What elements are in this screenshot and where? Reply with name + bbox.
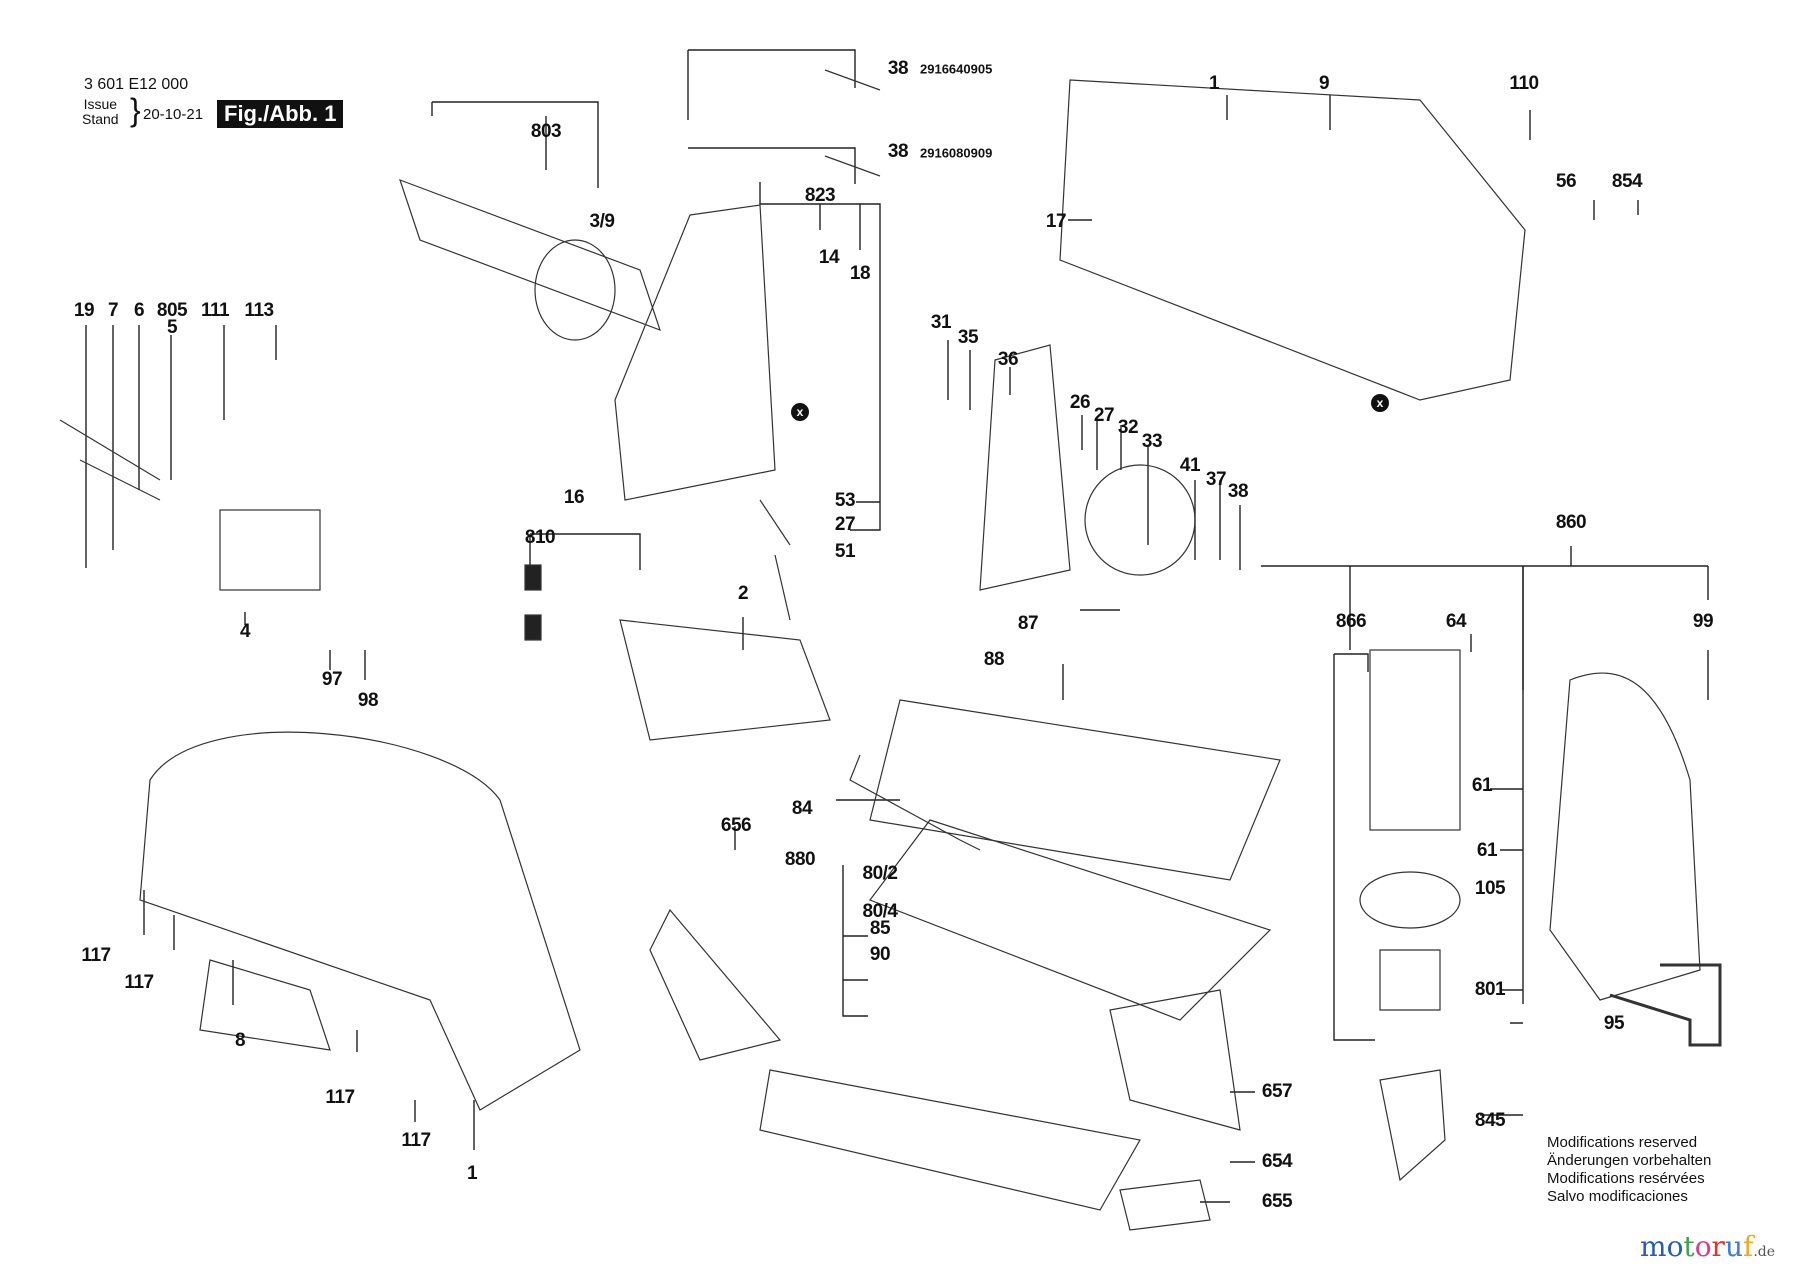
- callout-51: 51: [834, 541, 856, 562]
- part-number: 3 601 E12 000: [84, 76, 189, 93]
- callout-4: 4: [239, 621, 251, 642]
- callout-38-b: 38: [887, 141, 909, 162]
- callout-27-b: 27: [834, 514, 856, 535]
- callout-36: 36: [997, 349, 1019, 370]
- callout-14: 14: [818, 247, 840, 268]
- callout-110: 110: [1509, 73, 1539, 94]
- callout-117-a: 117: [81, 945, 111, 966]
- callout-880: 880: [784, 849, 816, 870]
- logo-suffix: .de: [1753, 1244, 1776, 1260]
- callout-19: 19: [73, 300, 95, 321]
- part-outlines: [59, 69, 1722, 1231]
- modifications-fr: Modifications resérvées: [1547, 1170, 1705, 1187]
- callout-56: 56: [1555, 171, 1577, 192]
- callout-657: 657: [1261, 1081, 1293, 1102]
- callout-85: 85: [869, 918, 891, 939]
- logo-letter: r: [1711, 1230, 1725, 1263]
- callout-97: 97: [321, 669, 343, 690]
- callout-9: 9: [1318, 73, 1330, 94]
- callout-117-c: 117: [325, 1087, 355, 1108]
- logo-letter: t: [1683, 1230, 1695, 1263]
- part-no-38-b: 2916080909: [920, 145, 993, 161]
- callout-111: 111: [200, 300, 230, 321]
- logo-letter: m: [1640, 1230, 1667, 1263]
- callout-845: 845: [1474, 1110, 1506, 1131]
- stand-label: Stand: [82, 111, 119, 127]
- callout-61-b: 61: [1476, 840, 1498, 861]
- modifications-de: Änderungen vorbehalten: [1547, 1152, 1712, 1169]
- callout-95: 95: [1603, 1013, 1625, 1034]
- logo-letter: o: [1666, 1230, 1684, 1263]
- callout-16: 16: [563, 487, 585, 508]
- callout-17: 17: [1045, 211, 1067, 232]
- callout-31: 31: [930, 312, 952, 333]
- callout-98: 98: [357, 690, 379, 711]
- callout-801: 801: [1474, 979, 1506, 1000]
- callout-88: 88: [983, 649, 1005, 670]
- modifications-notice: Modifications reserved Änderungen vorbeh…: [1547, 1134, 1711, 1206]
- callout-117-d: 117: [401, 1130, 431, 1151]
- callout-26: 26: [1069, 392, 1091, 413]
- callout-61-a: 61: [1471, 775, 1493, 796]
- reference-x-marker-left: x: [791, 403, 809, 421]
- callout-27-a: 27: [1093, 405, 1115, 426]
- callout-656: 656: [720, 815, 752, 836]
- callout-80-2: 80/2: [862, 863, 898, 884]
- callout-53: 53: [834, 490, 856, 511]
- callout-6: 6: [133, 300, 145, 321]
- modifications-es: Salvo modificaciones: [1547, 1188, 1688, 1205]
- part-no-38-a: 2916640905: [920, 61, 993, 77]
- brace-icon: }: [130, 92, 141, 128]
- modifications-en: Modifications reserved: [1547, 1134, 1698, 1151]
- callout-3-9: 3/9: [589, 211, 615, 232]
- callout-84: 84: [791, 798, 813, 819]
- issue-label: Issue: [83, 96, 118, 112]
- callout-654: 654: [1261, 1151, 1293, 1172]
- callout-655: 655: [1261, 1191, 1293, 1212]
- leader-lines: [85, 49, 1709, 1203]
- callout-99: 99: [1692, 611, 1714, 632]
- logo-letter: f: [1742, 1230, 1754, 1263]
- callout-105: 105: [1474, 878, 1506, 899]
- callout-854: 854: [1611, 171, 1643, 192]
- callout-860: 860: [1555, 512, 1587, 533]
- callout-803: 803: [530, 121, 562, 142]
- callout-5: 5: [166, 317, 178, 338]
- callout-866: 866: [1335, 611, 1367, 632]
- reference-x-marker-right: x: [1371, 394, 1389, 412]
- callout-2: 2: [737, 583, 749, 604]
- callout-37: 37: [1205, 469, 1227, 490]
- logo-letter: u: [1724, 1230, 1743, 1263]
- callout-38-a: 38: [887, 58, 909, 79]
- logo-letter: o: [1694, 1230, 1712, 1263]
- callout-35: 35: [957, 327, 979, 348]
- motoruf-logo: motoruf.de: [1640, 1230, 1775, 1263]
- callout-64: 64: [1445, 611, 1467, 632]
- issue-stand-label: Issue Stand: [82, 97, 119, 127]
- callout-33: 33: [1141, 431, 1163, 452]
- callout-117-b: 117: [124, 972, 154, 993]
- callout-41: 41: [1179, 455, 1201, 476]
- issue-date: 20-10-21: [143, 106, 204, 123]
- callout-38-c: 38: [1227, 481, 1249, 502]
- callout-90: 90: [869, 944, 891, 965]
- callout-32: 32: [1117, 417, 1139, 438]
- callout-1-top: 1: [1208, 73, 1220, 94]
- callout-8: 8: [234, 1030, 246, 1051]
- callout-7: 7: [107, 300, 119, 321]
- figure-label: Fig./Abb. 1: [217, 100, 344, 128]
- callout-87: 87: [1017, 613, 1039, 634]
- callout-805: 805: [156, 300, 188, 321]
- callout-823: 823: [804, 185, 836, 206]
- callout-80-4: 80/4: [862, 901, 898, 922]
- callout-810: 810: [524, 527, 556, 548]
- callout-113: 113: [244, 300, 274, 321]
- callout-18: 18: [849, 263, 871, 284]
- callout-1-bottom: 1: [466, 1163, 478, 1184]
